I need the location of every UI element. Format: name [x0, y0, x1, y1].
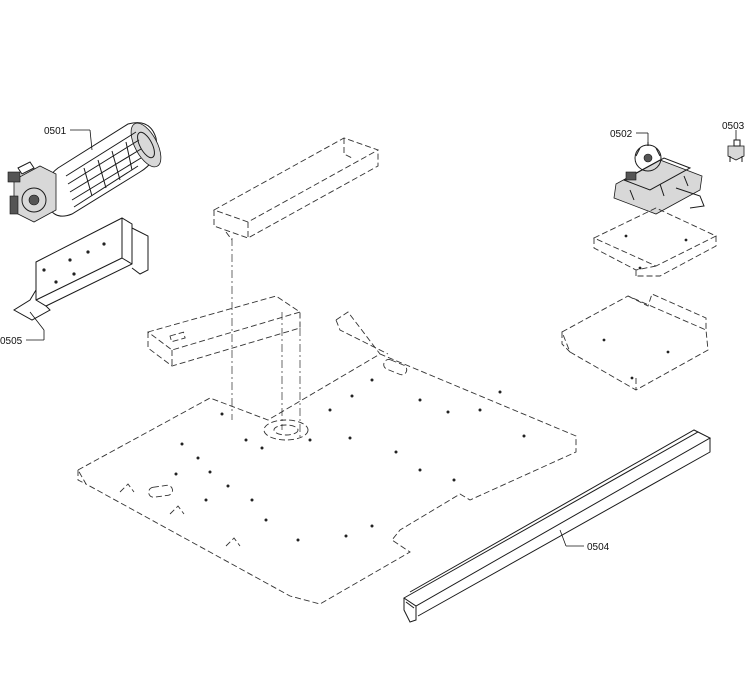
- callout-0502: 0502: [610, 129, 649, 146]
- fan-mounting-bracket[interactable]: [13, 217, 149, 321]
- small-switch-part[interactable]: [727, 139, 745, 162]
- drive-motor-assembly[interactable]: [613, 142, 705, 215]
- callout-label-0505: 0505: [0, 336, 23, 347]
- right-upper-tray: [592, 207, 718, 277]
- callout-0504: 0504: [559, 529, 610, 553]
- callout-label-0504: 0504: [587, 542, 610, 553]
- callout-0503: 0503: [722, 121, 745, 140]
- cross-support-bar: [147, 295, 302, 367]
- callout-label-0502: 0502: [610, 129, 633, 140]
- right-lower-tray: [561, 293, 709, 391]
- upper-duct-channel: [212, 137, 380, 241]
- oven-base-panel: [77, 311, 577, 605]
- callout-0501: 0501: [44, 126, 93, 151]
- fan-motor-assembly[interactable]: [7, 119, 167, 223]
- front-rail-strip[interactable]: [403, 429, 712, 623]
- callout-label-0503: 0503: [722, 121, 745, 132]
- callout-0505: 0505: [0, 311, 45, 347]
- alignment-lines: [231, 238, 301, 440]
- callout-label-0501: 0501: [44, 126, 67, 137]
